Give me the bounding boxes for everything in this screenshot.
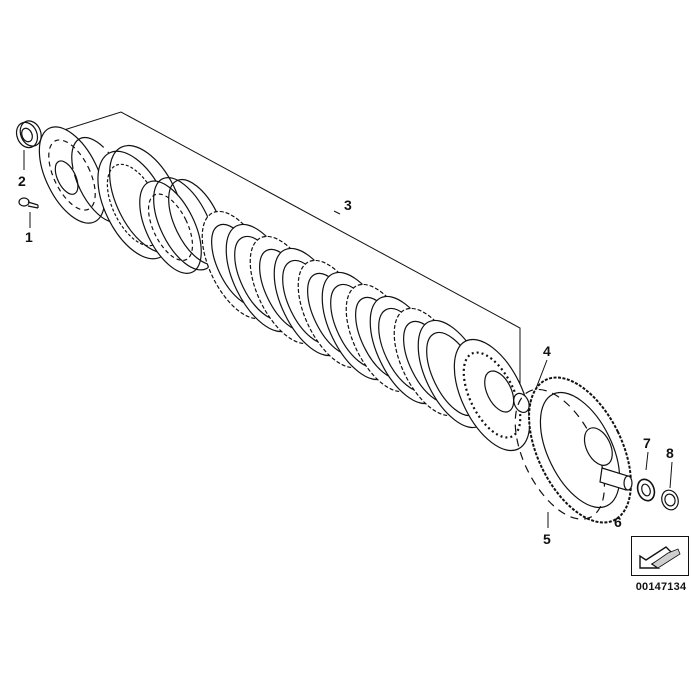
callout-5: 5 <box>543 531 551 547</box>
part-screw <box>18 197 39 209</box>
callout-6: 6 <box>614 514 622 530</box>
bracket-leader-3 <box>333 210 341 215</box>
callout-2: 2 <box>18 173 26 189</box>
part-pressure-plate <box>38 126 106 224</box>
leader-7 <box>645 451 649 471</box>
callout-7: 7 <box>643 435 651 451</box>
part-sleeve <box>599 467 633 491</box>
callout-1: 1 <box>25 229 33 245</box>
part-washer <box>661 489 679 511</box>
callout-3: 3 <box>344 197 352 213</box>
part-bearing <box>636 478 656 502</box>
callout-4: 4 <box>543 343 551 359</box>
reference-code: 00147134 <box>635 581 687 593</box>
part-clutch-disc-stack <box>201 210 491 429</box>
leader-8 <box>669 461 673 489</box>
reference-box <box>631 536 689 576</box>
bracket-line-3 <box>63 111 521 392</box>
callout-8: 8 <box>666 445 674 461</box>
view-arrow-icon <box>639 546 681 569</box>
part-clutch-basket <box>514 376 632 524</box>
part-seal-ring <box>15 120 42 149</box>
part-spring-plate <box>453 338 531 452</box>
